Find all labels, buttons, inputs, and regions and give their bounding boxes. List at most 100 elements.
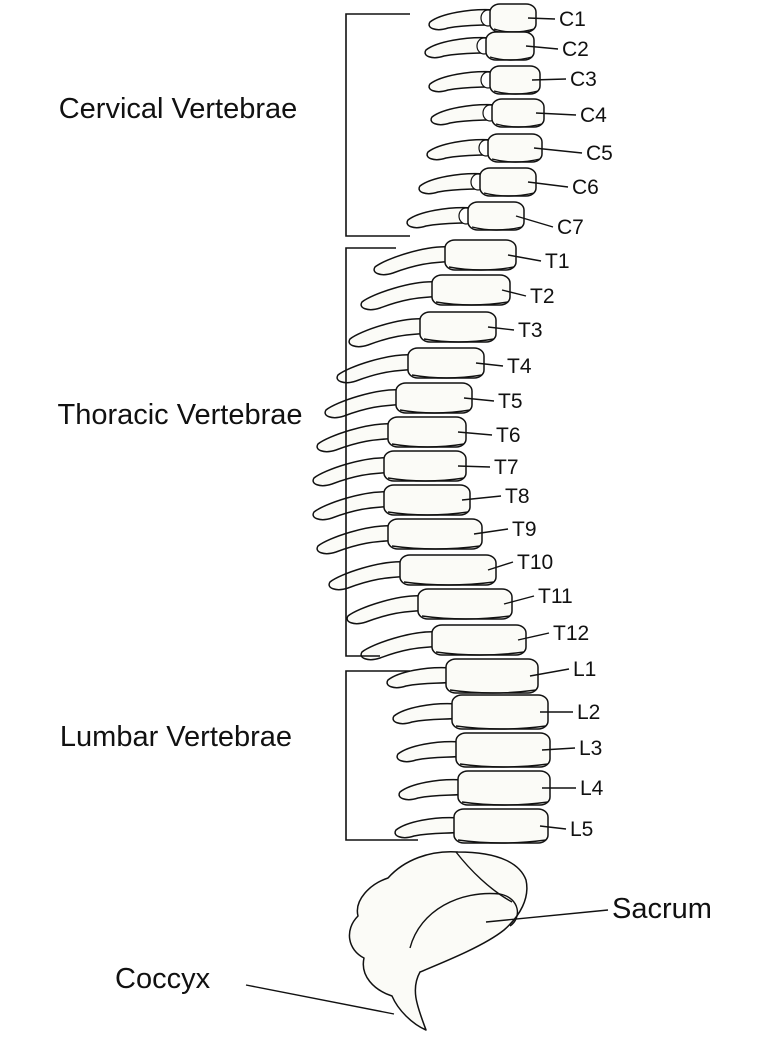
spinous-process: [398, 778, 467, 801]
spinous-process: [428, 70, 499, 93]
vertebra-label-c3: C3: [570, 68, 597, 91]
spinous-process: [312, 457, 393, 487]
spinous-process: [392, 702, 461, 725]
intervertebral-disc: [457, 839, 547, 844]
vertebra-label-t5: T5: [498, 390, 523, 413]
vertebral-body: [383, 450, 467, 482]
vertebral-body: [445, 658, 539, 694]
vertebral-body: [487, 133, 543, 163]
lumbar-bracket: [345, 670, 418, 841]
vertebra-leader-t2: [501, 289, 527, 297]
spinous-process: [418, 172, 489, 195]
vertebra-label-t2: T2: [530, 285, 555, 308]
spinous-process: [336, 354, 417, 384]
vertebra-label-l1: L1: [573, 658, 596, 681]
vertebral-body: [479, 167, 537, 197]
lumbar-label: Lumbar Vertebrae: [60, 721, 292, 753]
vertebra-label-t9: T9: [512, 518, 537, 541]
vertebral-body: [467, 201, 525, 231]
vertebra-leader-t4: [475, 362, 504, 367]
sacrum-detail: [455, 851, 513, 903]
vertebra-label-t12: T12: [553, 622, 589, 645]
spinal-column-illustration: [312, 3, 551, 1031]
spinous-process: [316, 525, 397, 555]
intervertebral-disc: [399, 409, 471, 414]
spinous-process: [406, 206, 477, 229]
vertebral-body: [395, 382, 473, 414]
vertebra-leader-t10: [487, 561, 514, 571]
vertebra-label-c1: C1: [559, 8, 586, 31]
spinous-process: [394, 816, 463, 839]
intervertebral-disc: [489, 56, 533, 61]
vertebra-label-t3: T3: [518, 319, 543, 342]
intervertebral-disc: [449, 689, 537, 694]
vertebra-label-l3: L3: [579, 737, 602, 760]
sacrum-shape: [348, 851, 528, 1031]
spinous-process: [428, 8, 499, 31]
vertebral-body: [431, 624, 527, 656]
vertebra-label-t1: T1: [545, 250, 570, 273]
spinous-process: [360, 281, 441, 311]
vertebra-label-c5: C5: [586, 142, 613, 165]
spinous-process: [346, 595, 427, 625]
intervertebral-disc: [435, 651, 525, 656]
vertebra-leader-t11: [503, 595, 535, 605]
vertebra-leader-t7: [457, 465, 491, 468]
vertebral-body: [407, 347, 485, 379]
spinous-process: [396, 740, 465, 763]
vertebra-leader-t1: [507, 254, 542, 262]
intervertebral-disc: [483, 192, 535, 197]
vertebra-label-l2: L2: [577, 701, 600, 724]
vertebra-leader-c1: [527, 17, 556, 20]
intervertebral-disc: [423, 338, 495, 343]
vertebral-body: [444, 239, 517, 271]
intervertebral-disc: [495, 123, 543, 128]
intervertebral-disc: [491, 158, 541, 163]
spinous-process: [430, 103, 501, 126]
vertebra-leader-t8: [461, 495, 502, 501]
spinous-process: [316, 423, 397, 453]
intervertebral-disc: [391, 443, 465, 448]
vertebra-leader-l1: [529, 668, 570, 677]
vertebra-leader-t5: [463, 397, 495, 402]
vertebral-body: [387, 416, 467, 448]
spinous-process: [426, 138, 497, 161]
vertebra-leader-t3: [487, 326, 515, 331]
intervertebral-disc: [471, 226, 523, 231]
vertebra-label-t11: T11: [538, 585, 573, 608]
intervertebral-disc: [403, 581, 495, 586]
vertebra-leader-t9: [473, 528, 509, 535]
vertebra-label-c4: C4: [580, 104, 607, 127]
vertebra-leader-l3: [541, 747, 576, 751]
vertebral-body: [431, 274, 511, 306]
vertebral-body: [399, 554, 497, 586]
vertebra-label-t7: T7: [494, 456, 519, 479]
spinous-process: [360, 631, 441, 661]
vertebral-body: [453, 808, 549, 844]
spinous-process: [373, 246, 454, 276]
vertebral-body: [417, 588, 513, 620]
thoracic-bracket: [345, 247, 396, 657]
vertebra-label-t6: T6: [496, 424, 521, 447]
vertebra-label-c6: C6: [572, 176, 599, 199]
spinous-process: [312, 491, 393, 521]
vertebra-leader-t12: [517, 632, 550, 641]
intervertebral-disc: [459, 763, 549, 768]
intervertebral-disc: [455, 725, 547, 730]
vertebra-leader-t6: [457, 431, 493, 436]
sacrum-detail: [409, 892, 519, 949]
cervical-label: Cervical Vertebrae: [59, 93, 298, 125]
vertebral-body: [387, 518, 483, 550]
cervical-bracket: [345, 13, 410, 237]
spinous-process: [424, 36, 495, 59]
intervertebral-disc: [493, 90, 539, 95]
vertebral-body: [457, 770, 551, 806]
vertebral-body: [419, 311, 497, 343]
vertebra-leader-c6: [527, 181, 569, 188]
sacrum-leader: [485, 909, 609, 923]
intervertebral-disc: [387, 511, 469, 516]
vertebra-label-t10: T10: [517, 551, 553, 574]
vertebral-body: [383, 484, 471, 516]
spinous-process: [348, 318, 429, 348]
